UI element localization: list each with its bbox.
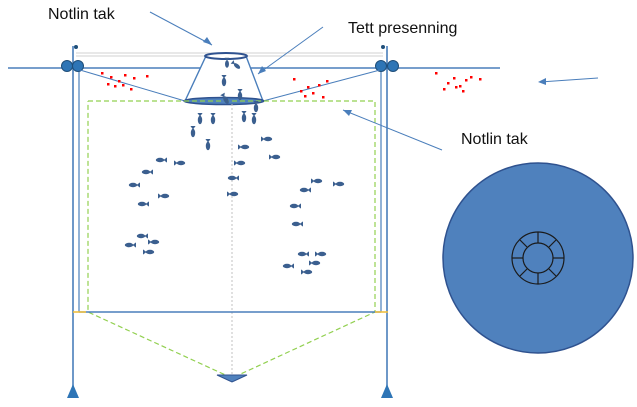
fish-icon	[174, 160, 186, 166]
arrow-to-roof-top	[149, 11, 213, 46]
fish-icon	[261, 136, 273, 142]
fish-icon	[289, 203, 301, 209]
fish-icon	[299, 187, 311, 193]
fish-icon	[227, 191, 239, 197]
arrow-head-icon	[343, 110, 352, 116]
fish-icon	[269, 154, 281, 160]
net-outline	[87, 100, 376, 379]
current-arrow-head-icon	[538, 78, 546, 85]
fish-icon	[301, 269, 313, 275]
fish-icon	[124, 242, 136, 248]
current-arrow-icon	[539, 77, 599, 83]
fish-school	[124, 57, 345, 275]
fish-icon	[297, 251, 309, 257]
fish-icon	[234, 160, 246, 166]
fish-icon	[251, 113, 257, 125]
fish-icon	[315, 251, 327, 257]
arrow-to-tarp	[257, 26, 324, 75]
fish-icon	[190, 126, 196, 138]
buoy-icon	[387, 60, 399, 72]
fish-icon	[238, 144, 250, 150]
buoy-top-icon	[381, 45, 385, 49]
fish-icon	[224, 57, 230, 68]
fish-icon	[237, 89, 243, 101]
buoy-icon	[375, 60, 387, 72]
fish-icon	[253, 101, 259, 113]
feed-pellets-left	[101, 72, 149, 91]
fish-icon	[155, 157, 167, 163]
anchor-weight-icon	[381, 384, 393, 398]
fish-icon	[141, 169, 153, 175]
label-notlin-tak-right: Notlin tak	[461, 131, 528, 148]
fish-icon	[241, 111, 247, 123]
buoy-icon	[61, 60, 73, 72]
fish-icon	[282, 263, 294, 269]
fish-icon	[210, 113, 216, 125]
fish-icon	[158, 193, 170, 199]
right-buoys	[375, 45, 399, 72]
roof-line-right	[262, 69, 381, 102]
feed-pellets-right	[435, 72, 482, 93]
anchor-weight-icon	[67, 384, 79, 398]
left-buoys	[61, 45, 84, 72]
fish-icon	[291, 221, 303, 227]
roof-line-left	[79, 69, 186, 102]
fish-icon	[227, 175, 239, 181]
buoy-top-icon	[74, 45, 78, 49]
fish-icon	[143, 249, 155, 255]
arrow-to-roof-side	[342, 109, 443, 151]
feed-pellets-middle	[293, 78, 329, 99]
top-view	[442, 162, 634, 354]
arrow-head-icon	[203, 37, 212, 45]
top-view-spokes	[512, 232, 564, 284]
top-view-pen	[442, 162, 634, 354]
label-tett-presenning: Tett presenning	[348, 20, 458, 37]
fish-icon	[137, 201, 149, 207]
buoy-icon	[72, 60, 84, 72]
fish-icon	[205, 139, 211, 151]
fish-icon	[221, 75, 227, 87]
fish-icon	[230, 60, 241, 69]
fish-icon	[309, 260, 321, 266]
fish-icon	[197, 113, 203, 125]
label-notlin-tak-top: Notlin tak	[48, 6, 115, 23]
fish-icon	[311, 178, 323, 184]
fish-icon	[333, 181, 345, 187]
bottom-weight-icon	[216, 374, 248, 383]
fish-icon	[136, 233, 148, 239]
fish-icon	[220, 92, 229, 104]
fish-icon	[128, 182, 140, 188]
arrow-head-icon	[258, 66, 266, 74]
fish-icon	[148, 239, 160, 245]
